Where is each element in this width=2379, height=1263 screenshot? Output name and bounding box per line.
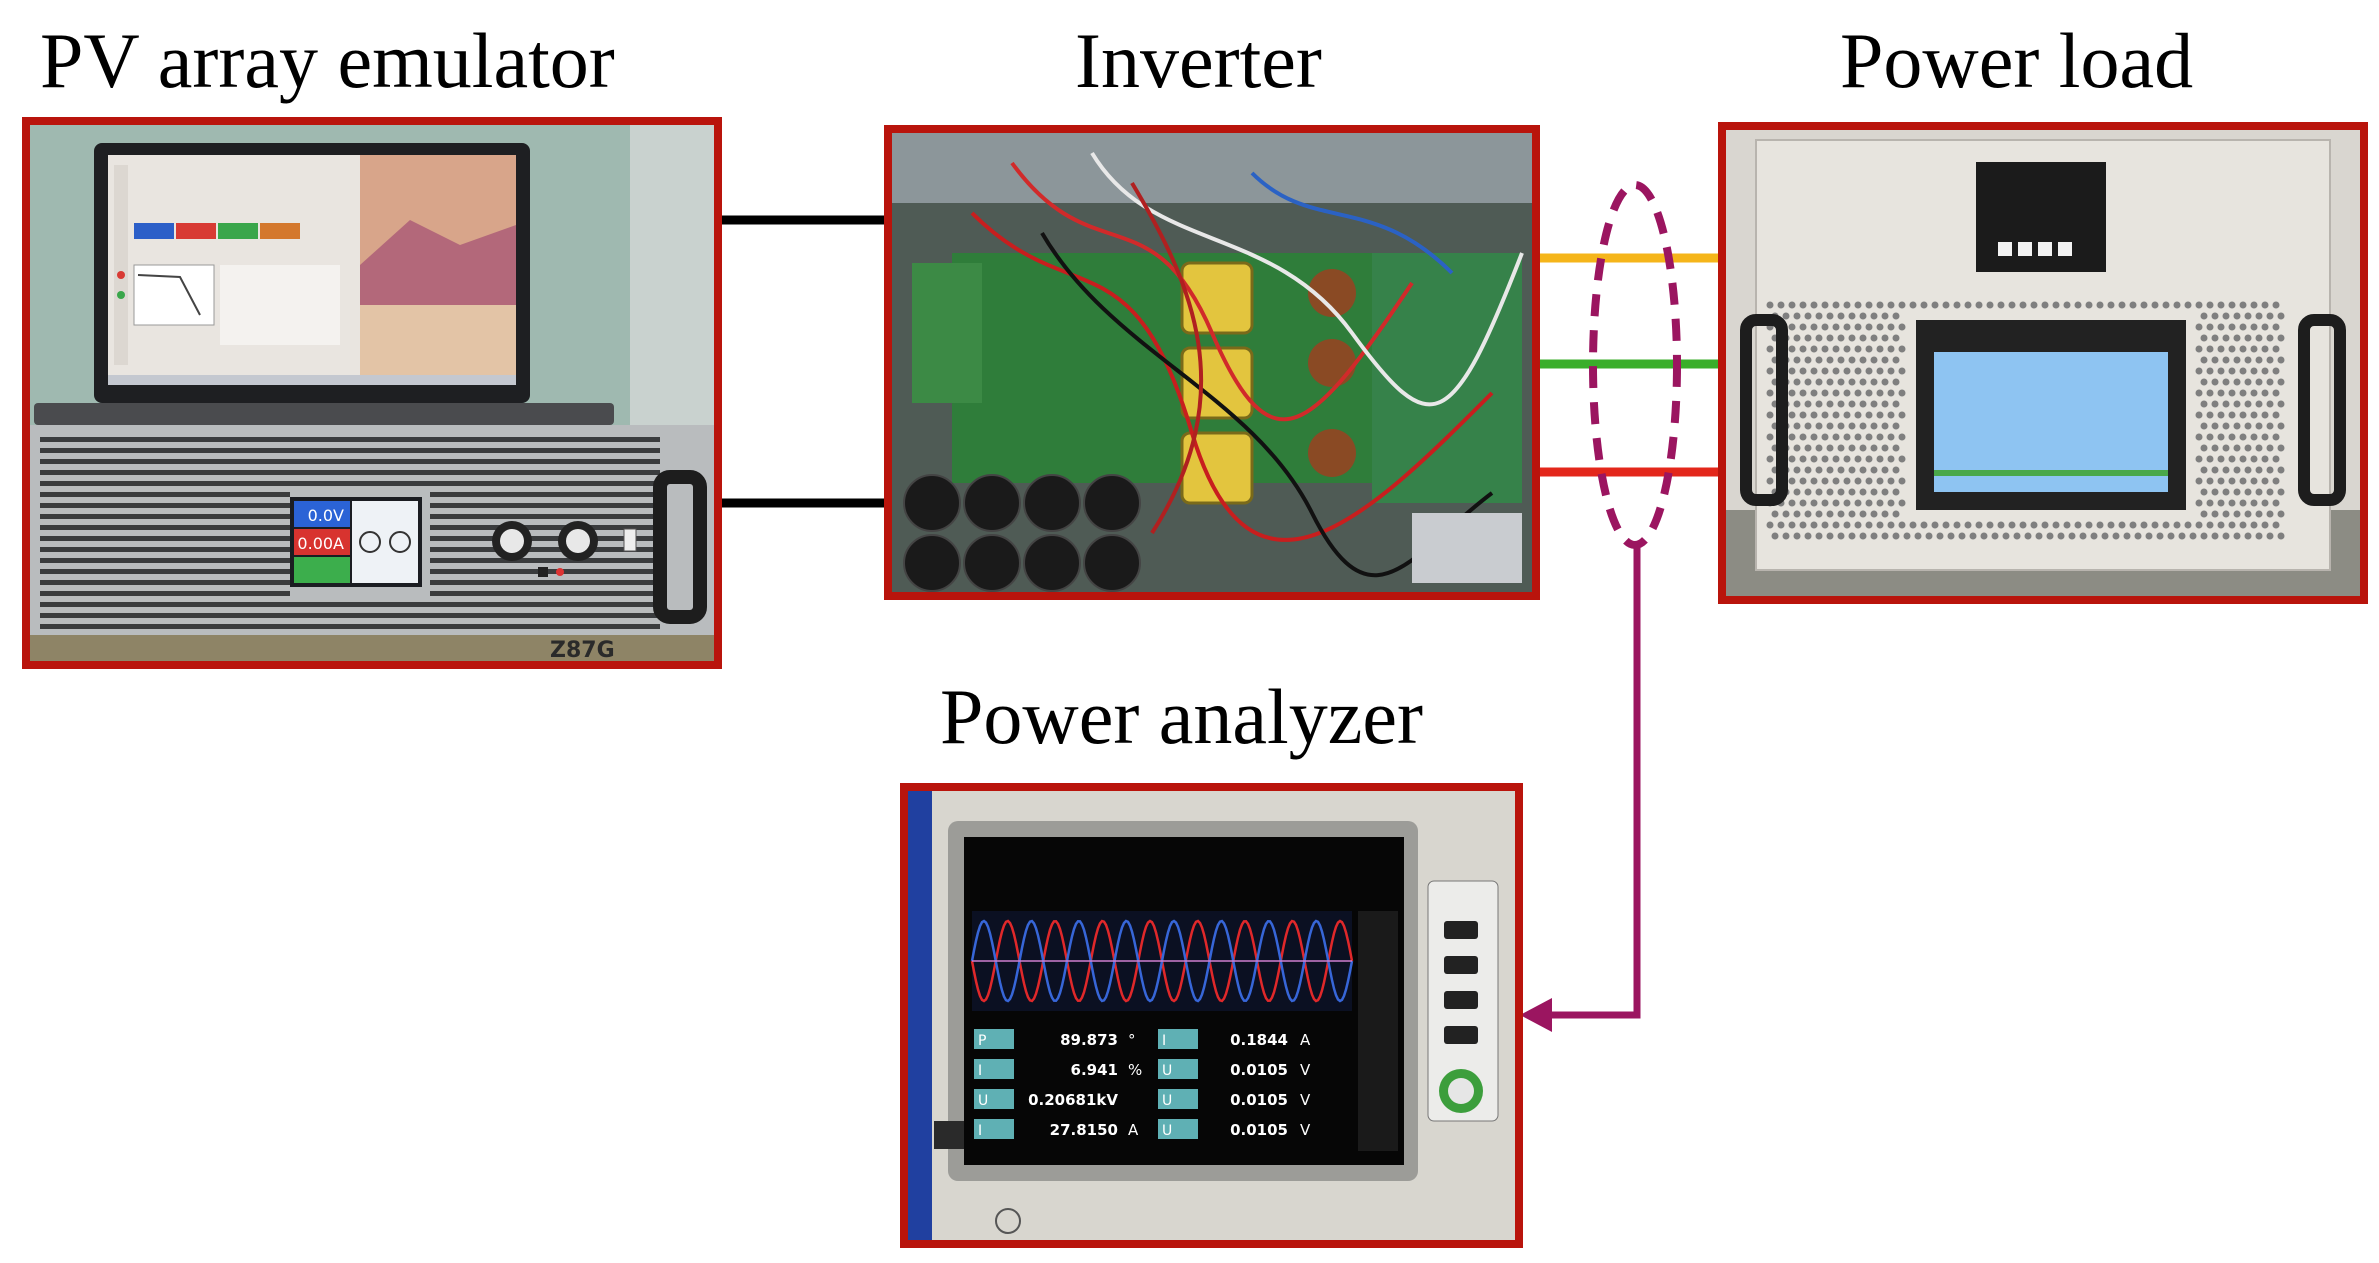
power-load-panel (1718, 122, 2368, 604)
power-load-title: Power load (1840, 17, 2194, 104)
wiring-bundle (970, 151, 1524, 578)
measurement-arrow-icon (1520, 998, 1552, 1032)
reading-value: 0.1844 (1230, 1031, 1288, 1049)
reading-label-box (974, 1059, 1014, 1079)
reading-label-box (974, 1029, 1014, 1049)
reading-unit: V (1300, 1121, 1311, 1139)
reading-label: U (978, 1093, 988, 1109)
reading-label: U (1162, 1093, 1172, 1109)
reading-label-box (974, 1119, 1014, 1139)
reading-label-box (1158, 1119, 1198, 1139)
reading-unit: % (1128, 1061, 1142, 1079)
capacitor-icon (903, 474, 1141, 592)
reading-label: U (1162, 1063, 1172, 1079)
reading-unit: ° (1128, 1031, 1136, 1049)
reading-value: 0.20681kV (1028, 1091, 1118, 1109)
psu-current-readout: 0.00A (297, 534, 344, 553)
reading-unit: A (1128, 1121, 1139, 1139)
psu-voltage-readout: 0.0V (308, 506, 344, 525)
reading-value: 89.873 (1060, 1031, 1118, 1049)
reading-label-box (1158, 1089, 1198, 1109)
reading-unit: V (1300, 1061, 1311, 1079)
reading-label-box (1158, 1059, 1198, 1079)
reading-value: 27.8150 (1050, 1121, 1118, 1139)
pv-emulator-panel: 0.0V 0.00A Z87G (22, 117, 722, 669)
reading-value: 6.941 (1071, 1061, 1118, 1079)
reading-unit: A (1300, 1031, 1311, 1049)
reading-label: I (1162, 1033, 1166, 1049)
pv-emulator-title: PV array emulator (40, 17, 615, 104)
reading-value: 0.0105 (1230, 1091, 1288, 1109)
reading-value: 0.0105 (1230, 1061, 1288, 1079)
reading-value: 0.0105 (1230, 1121, 1288, 1139)
psu-plate-label: Z87G (550, 638, 615, 661)
reading-label: I (978, 1063, 982, 1079)
laptop-icon (34, 143, 614, 425)
current-probe-ellipse (1589, 181, 1681, 549)
power-analyzer-title: Power analyzer (940, 673, 1423, 760)
reading-label: U (1162, 1123, 1172, 1139)
reading-label: P (978, 1033, 986, 1049)
inverter-panel (884, 125, 1540, 600)
reading-label-box (1158, 1029, 1198, 1049)
inverter-title: Inverter (1075, 17, 1322, 104)
reading-label-box (974, 1089, 1014, 1109)
reading-unit: V (1300, 1091, 1311, 1109)
measurement-line (1545, 545, 1641, 1019)
power-supply-icon: 0.0V 0.00A Z87G (30, 425, 714, 661)
load-touch-screen (1934, 352, 2168, 492)
reading-label: I (978, 1123, 982, 1139)
